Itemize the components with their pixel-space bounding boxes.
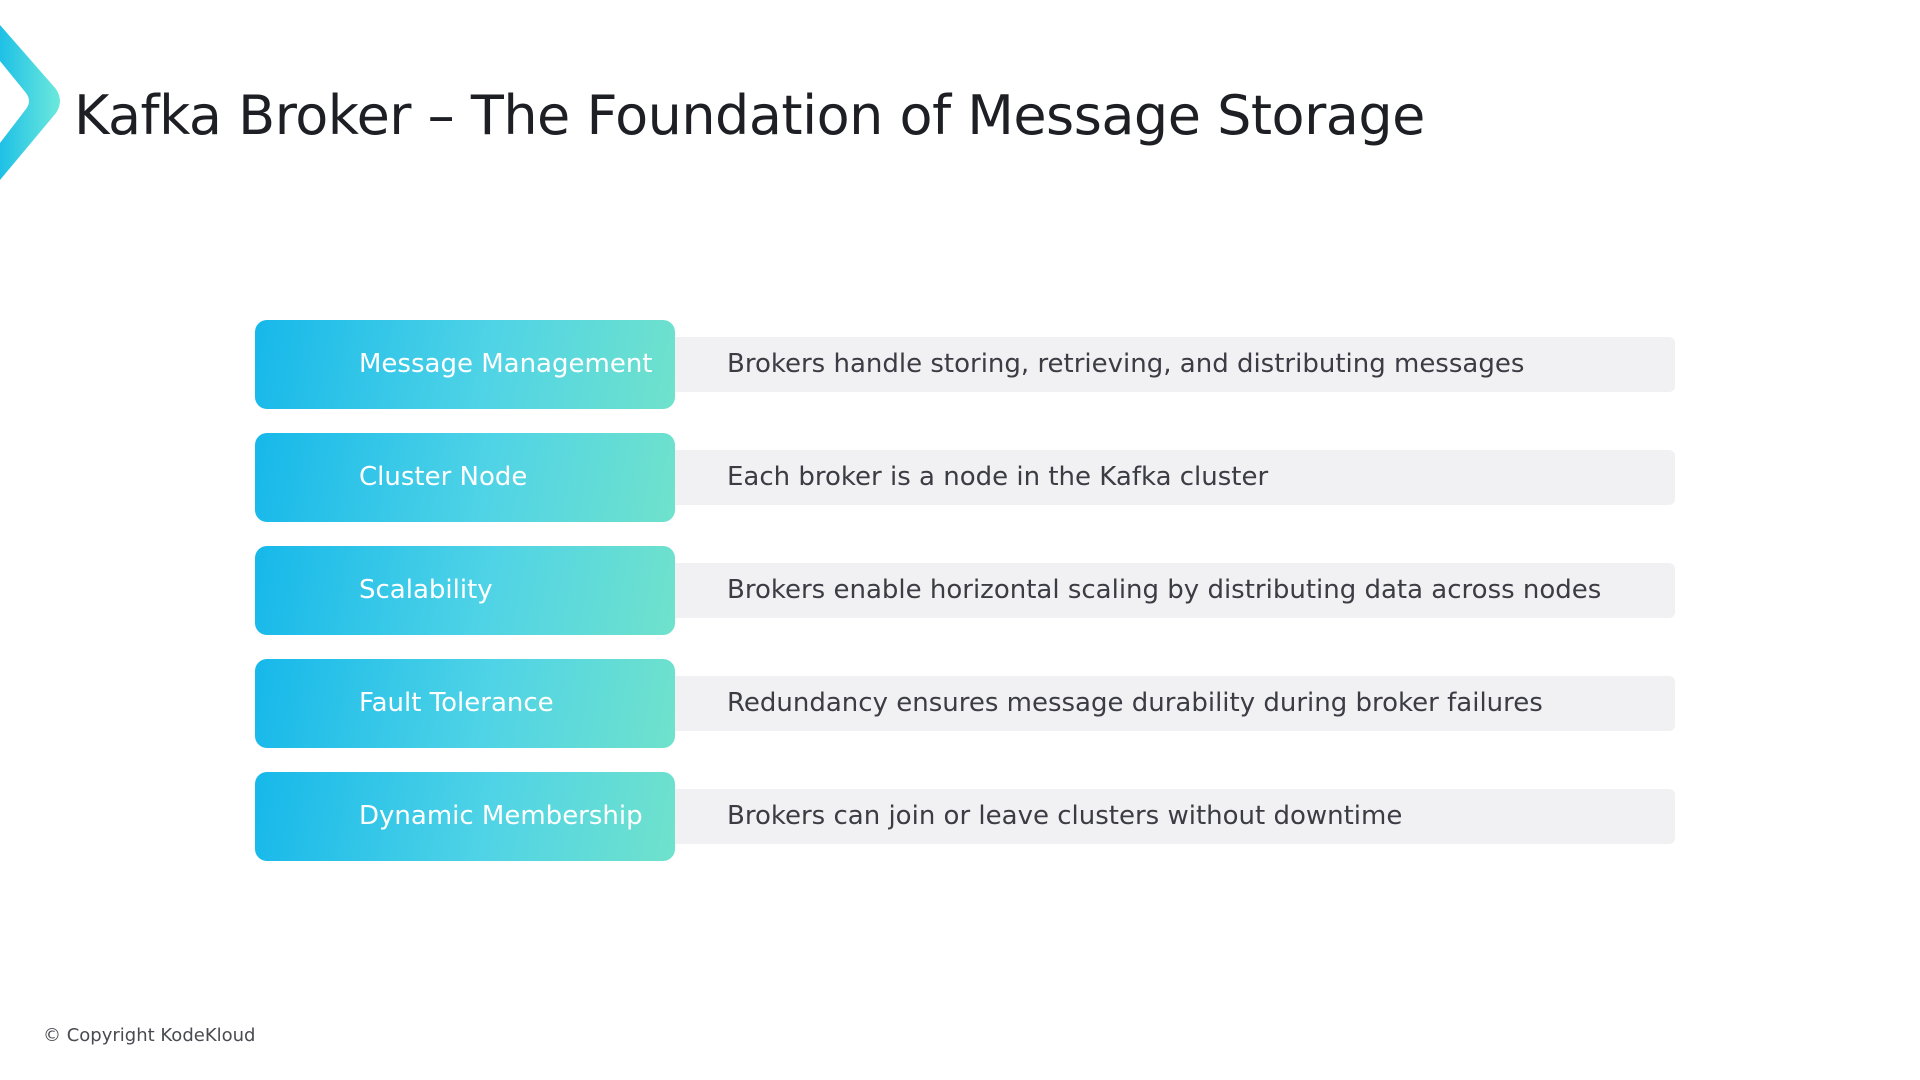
- feature-row: Cluster Node Each broker is a node in th…: [255, 433, 1675, 522]
- feature-row: Dynamic Membership Brokers can join or l…: [255, 772, 1675, 861]
- feature-pill: Cluster Node: [255, 433, 675, 522]
- feature-pill: Dynamic Membership: [255, 772, 675, 861]
- page-title: Kafka Broker – The Foundation of Message…: [74, 84, 1425, 147]
- feature-pill: Message Management: [255, 320, 675, 409]
- description-bar: [655, 337, 1675, 392]
- feature-label: Dynamic Membership: [359, 801, 643, 831]
- feature-row: Fault Tolerance Redundancy ensures messa…: [255, 659, 1675, 748]
- feature-description: Brokers enable horizontal scaling by dis…: [727, 575, 1602, 605]
- feature-description: Brokers can join or leave clusters witho…: [727, 801, 1403, 831]
- feature-row: Message Management Brokers handle storin…: [255, 320, 1675, 409]
- feature-description: Each broker is a node in the Kafka clust…: [727, 462, 1269, 492]
- description-bar: [655, 450, 1675, 505]
- feature-row: Scalability Brokers enable horizontal sc…: [255, 546, 1675, 635]
- feature-label: Message Management: [359, 349, 653, 379]
- chevron-logo-icon: [0, 25, 60, 180]
- feature-description: Brokers handle storing, retrieving, and …: [727, 349, 1525, 379]
- feature-label: Cluster Node: [359, 462, 528, 492]
- description-bar: [655, 563, 1675, 618]
- description-bar: [655, 676, 1675, 731]
- feature-label: Fault Tolerance: [359, 688, 554, 718]
- feature-label: Scalability: [359, 575, 493, 605]
- feature-pill: Scalability: [255, 546, 675, 635]
- copyright-footer: © Copyright KodeKloud: [43, 1025, 256, 1046]
- feature-description: Redundancy ensures message durability du…: [727, 688, 1543, 718]
- description-bar: [655, 789, 1675, 844]
- feature-pill: Fault Tolerance: [255, 659, 675, 748]
